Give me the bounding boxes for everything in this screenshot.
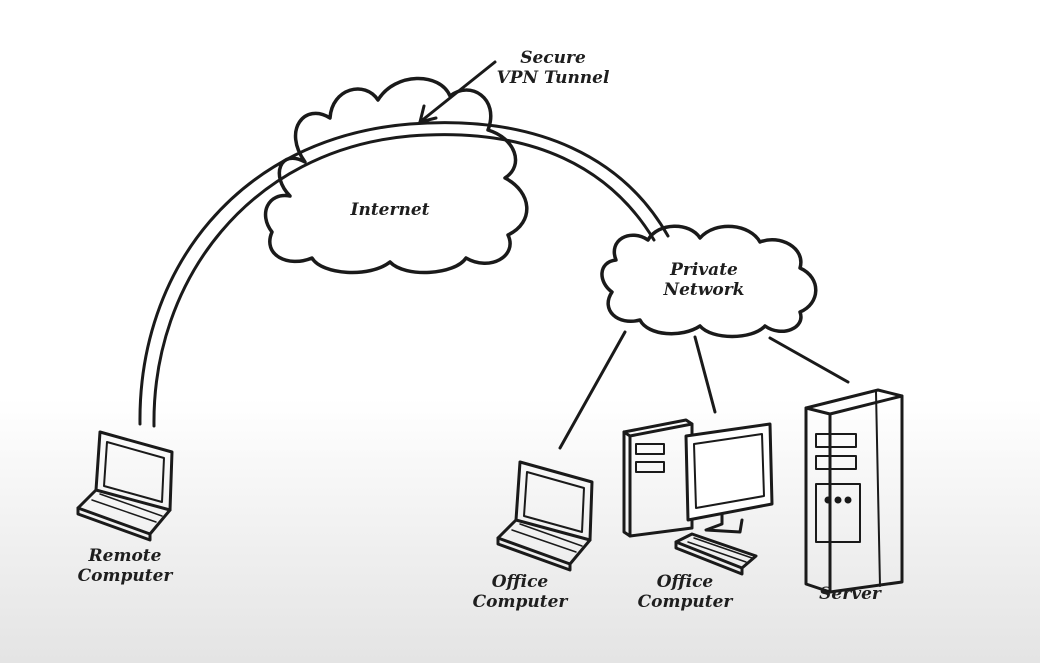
server-label: Server bbox=[790, 584, 910, 604]
link-line-server bbox=[768, 336, 850, 384]
link-line-office-1 bbox=[558, 330, 627, 450]
link-line-office-2 bbox=[693, 335, 717, 414]
office-computer-2-label-line-2: Computer bbox=[637, 592, 733, 613]
server-label-text: Server bbox=[819, 584, 881, 604]
private-network-label-line-2: Network bbox=[663, 280, 745, 301]
tunnel-label: Secure VPN Tunnel bbox=[478, 48, 628, 89]
remote-computer-label: Remote Computer bbox=[55, 546, 195, 587]
private-network-label: Private Network bbox=[644, 260, 764, 301]
remote-computer-label-line-2: Computer bbox=[77, 566, 173, 587]
vpn-tunnel-outer bbox=[138, 121, 670, 426]
arrow-icon bbox=[418, 60, 497, 124]
internet-cloud-icon bbox=[263, 76, 529, 275]
remote-computer-label-line-1: Remote bbox=[88, 546, 162, 566]
tunnel-label-line-1: Secure bbox=[520, 48, 586, 68]
private-network-cloud-icon bbox=[600, 224, 818, 339]
office-computer-2-label: Office Computer bbox=[615, 572, 755, 613]
office-computer-1-label: Office Computer bbox=[450, 572, 590, 613]
tunnel-label-line-2: VPN Tunnel bbox=[496, 68, 610, 89]
office-computer-2-label-line-1: Office bbox=[656, 572, 714, 592]
office-computer-1-label-line-2: Computer bbox=[472, 592, 568, 613]
remote-laptop-icon bbox=[76, 430, 174, 542]
office-laptop-icon bbox=[496, 460, 594, 572]
private-network-label-line-1: Private bbox=[670, 260, 738, 280]
office-computer-1-label-line-1: Office bbox=[491, 572, 549, 592]
internet-label-text: Internet bbox=[350, 200, 430, 220]
desktop-computer-icon bbox=[622, 418, 774, 576]
vpn-tunnel-inner bbox=[152, 133, 656, 428]
internet-label: Internet bbox=[330, 200, 450, 220]
server-tower-icon bbox=[804, 388, 904, 594]
